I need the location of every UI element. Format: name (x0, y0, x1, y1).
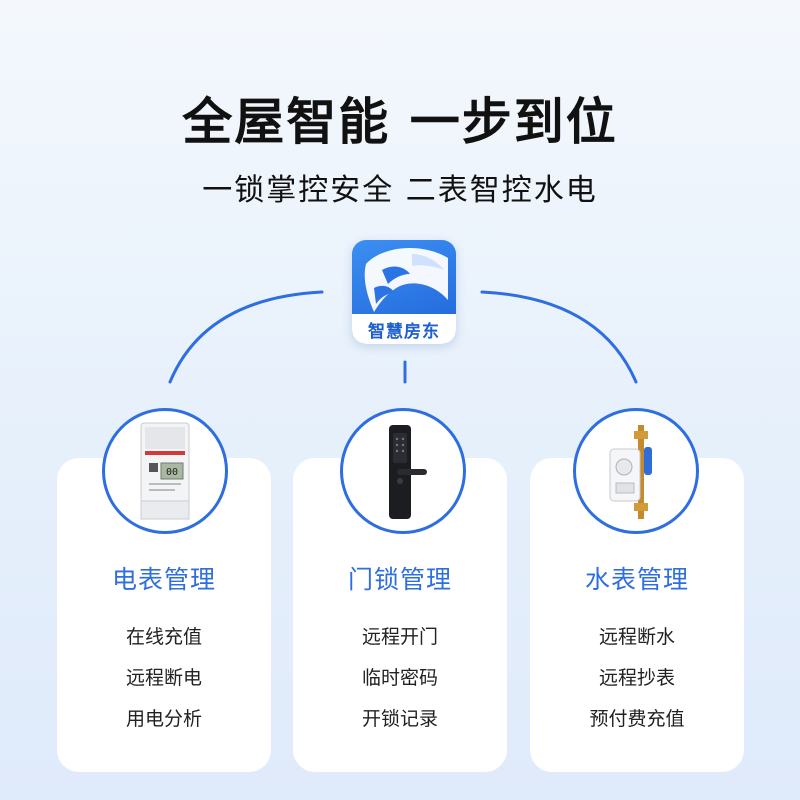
electricity-meter-image: 00 (102, 408, 228, 534)
card-title-door-lock: 门锁管理 (347, 565, 452, 594)
meter-display-readout: 00 (166, 467, 178, 478)
feature-item: 远程断水 (598, 626, 675, 648)
headline: 全屋智能 一步到位 (182, 93, 618, 151)
subheadline: 一锁掌控安全 二表智控水电 (202, 173, 598, 208)
connector-left (168, 290, 324, 384)
feature-item: 在线充值 (125, 626, 202, 648)
feature-item: 远程开门 (361, 626, 438, 648)
water-meter-image (573, 408, 699, 534)
app-name-band: 智慧房东 (352, 314, 456, 344)
connector-right (480, 290, 638, 384)
feature-item: 远程断电 (125, 667, 202, 689)
app-logo[interactable]: 智慧房东 (352, 240, 456, 344)
app-name: 智慧房东 (368, 321, 440, 342)
electricity-meter-icon: 00 (140, 422, 190, 520)
feature-item: 预付费充值 (589, 708, 685, 730)
card-title-electricity: 电表管理 (111, 565, 216, 594)
door-lock-image (340, 408, 466, 534)
smart-door-lock-icon (389, 425, 427, 519)
panther-logo-icon (364, 247, 448, 312)
feature-item: 开锁记录 (361, 708, 438, 730)
card-title-water: 水表管理 (584, 565, 689, 594)
feature-item: 远程抄表 (598, 667, 675, 689)
feature-item: 用电分析 (125, 708, 202, 730)
water-meter-icon (609, 425, 652, 519)
feature-item: 临时密码 (361, 667, 438, 689)
